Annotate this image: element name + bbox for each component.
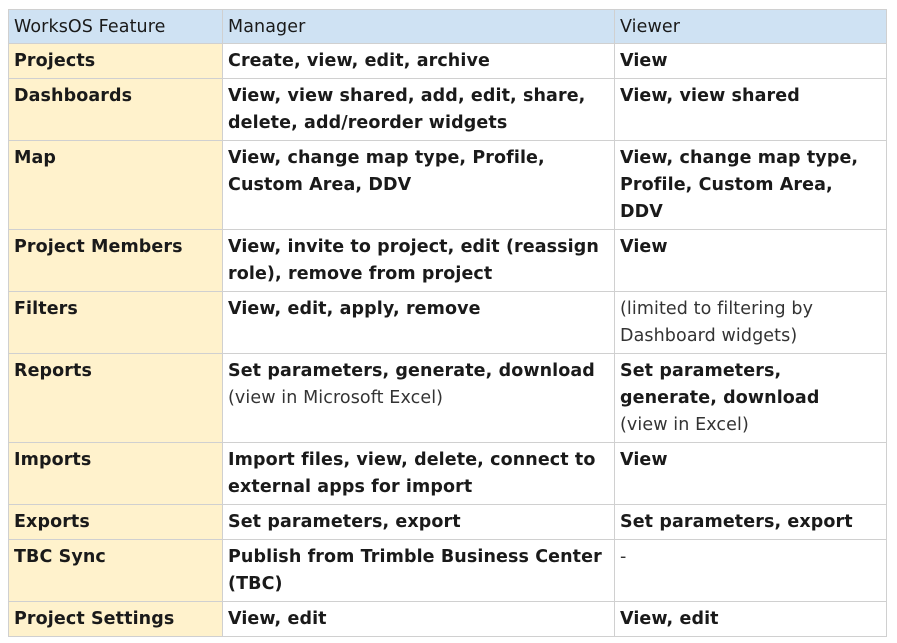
table-row: Dashboards View, view shared, add, edit,… (8, 78, 887, 141)
viewer-permissions: View, change map type, Profile, Custom A… (620, 148, 859, 222)
table-row: Map View, change map type, Profile, Cust… (8, 140, 887, 230)
viewer-permissions: View (620, 51, 668, 71)
manager-cell: View, edit, apply, remove (222, 291, 615, 354)
manager-permissions: View, edit, apply, remove (228, 299, 481, 319)
viewer-cell: Set parameters, export (614, 504, 887, 540)
manager-note: (view in Microsoft Excel) (228, 388, 444, 408)
table-row: Project Members View, invite to project,… (8, 229, 887, 292)
manager-cell: View, edit (222, 601, 615, 637)
table-row: TBC Sync Publish from Trimble Business C… (8, 539, 887, 602)
feature-cell: Project Settings (8, 601, 223, 637)
manager-permissions: View, change map type, Profile, Custom A… (228, 148, 545, 195)
viewer-cell: - (614, 539, 887, 602)
header-viewer: Viewer (614, 9, 887, 44)
manager-permissions: Import files, view, delete, connect to e… (228, 450, 596, 497)
manager-cell: Publish from Trimble Business Center (TB… (222, 539, 615, 602)
manager-cell: Set parameters, export (222, 504, 615, 540)
viewer-permissions: View, view shared (620, 86, 800, 106)
feature-cell: TBC Sync (8, 539, 223, 602)
permissions-table: WorksOS Feature Manager Viewer Projects … (8, 9, 887, 637)
table-row: Imports Import files, view, delete, conn… (8, 442, 887, 505)
table-row: Project Settings View, edit View, edit (8, 601, 887, 637)
viewer-note: - (620, 547, 627, 567)
feature-cell: Reports (8, 353, 223, 443)
manager-permissions: Publish from Trimble Business Center (TB… (228, 547, 602, 594)
viewer-cell: (limited to filtering by Dashboard widge… (614, 291, 887, 354)
viewer-permissions: View, edit (620, 609, 719, 629)
viewer-note: (limited to filtering by Dashboard widge… (620, 299, 814, 346)
manager-permissions: View, invite to project, edit (reassign … (228, 237, 599, 284)
feature-cell: Map (8, 140, 223, 230)
manager-cell: Import files, view, delete, connect to e… (222, 442, 615, 505)
manager-cell: Create, view, edit, archive (222, 43, 615, 79)
header-manager: Manager (222, 9, 615, 44)
feature-cell: Project Members (8, 229, 223, 292)
viewer-cell: View (614, 43, 887, 79)
viewer-permissions: View (620, 450, 668, 470)
feature-cell: Imports (8, 442, 223, 505)
feature-cell: Dashboards (8, 78, 223, 141)
manager-permissions: Set parameters, generate, download (228, 361, 595, 381)
table-row: Projects Create, view, edit, archive Vie… (8, 43, 887, 79)
feature-cell: Projects (8, 43, 223, 79)
viewer-cell: Set parameters, generate, download (view… (614, 353, 887, 443)
manager-permissions: Set parameters, export (228, 512, 461, 532)
manager-cell: View, change map type, Profile, Custom A… (222, 140, 615, 230)
permissions-table-container: WorksOS Feature Manager Viewer Projects … (8, 9, 887, 637)
header-feature: WorksOS Feature (8, 9, 223, 44)
feature-cell: Exports (8, 504, 223, 540)
feature-cell: Filters (8, 291, 223, 354)
viewer-cell: View, change map type, Profile, Custom A… (614, 140, 887, 230)
manager-permissions: View, edit (228, 609, 327, 629)
viewer-permissions: Set parameters, generate, download (620, 361, 820, 408)
manager-permissions: Create, view, edit, archive (228, 51, 490, 71)
viewer-cell: View, view shared (614, 78, 887, 141)
table-row: Filters View, edit, apply, remove (limit… (8, 291, 887, 354)
manager-permissions: View, view shared, add, edit, share, del… (228, 86, 586, 133)
viewer-permissions: View (620, 237, 668, 257)
table-row: Exports Set parameters, export Set param… (8, 504, 887, 540)
viewer-note: (view in Excel) (620, 415, 749, 435)
viewer-cell: View (614, 442, 887, 505)
viewer-cell: View, edit (614, 601, 887, 637)
viewer-cell: View (614, 229, 887, 292)
header-row: WorksOS Feature Manager Viewer (8, 9, 887, 44)
table-row: Reports Set parameters, generate, downlo… (8, 353, 887, 443)
viewer-permissions: Set parameters, export (620, 512, 853, 532)
manager-cell: Set parameters, generate, download (view… (222, 353, 615, 443)
manager-cell: View, view shared, add, edit, share, del… (222, 78, 615, 141)
manager-cell: View, invite to project, edit (reassign … (222, 229, 615, 292)
